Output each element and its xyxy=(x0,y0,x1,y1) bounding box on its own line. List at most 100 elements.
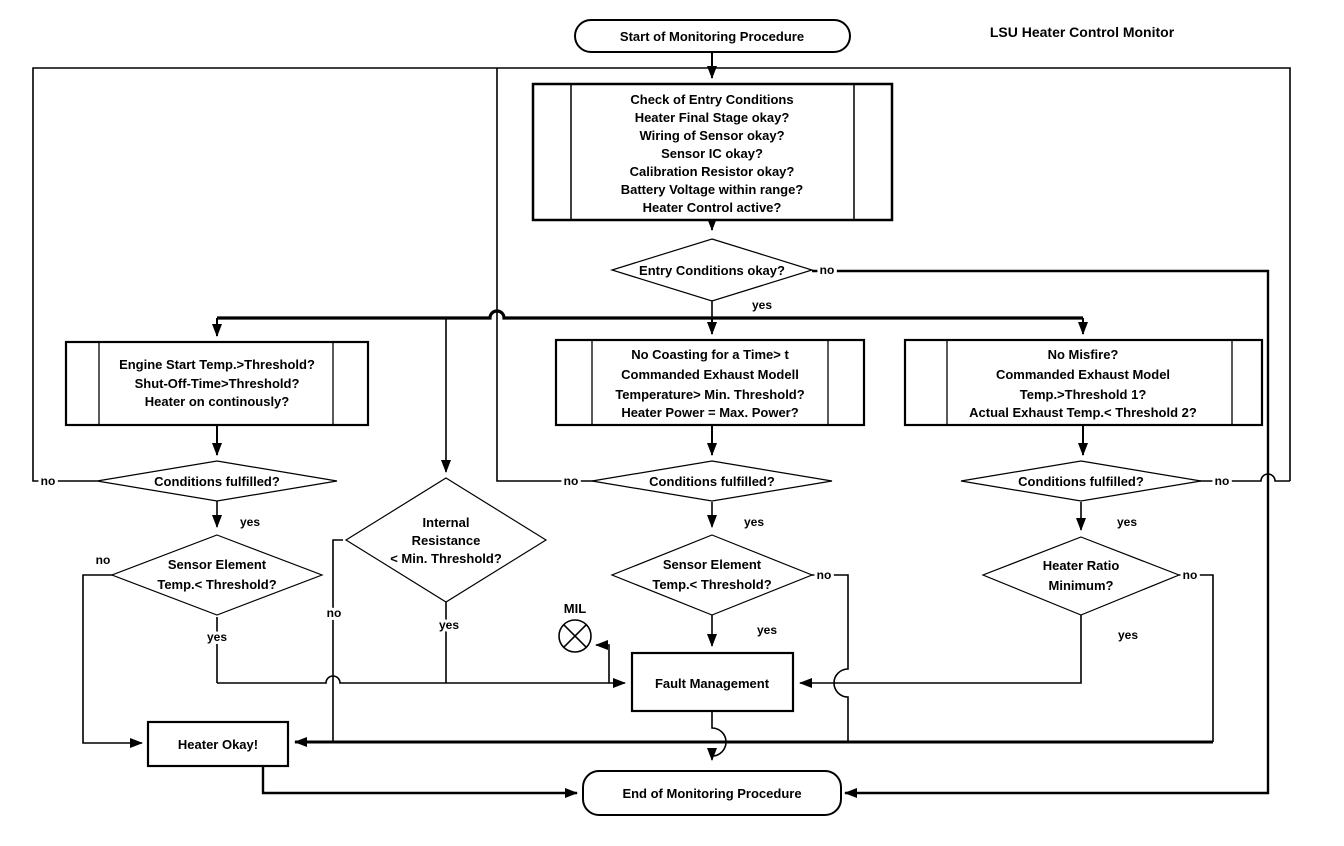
internal-res-decision: Internal Resistance < Min. Threshold? xyxy=(344,477,548,603)
sensor-mid-line: Sensor Element xyxy=(663,557,762,572)
label-heater-ratio-no: no xyxy=(1183,568,1198,582)
connectors xyxy=(32,52,1291,798)
sensor-left-line: Temp.< Threshold? xyxy=(157,577,276,592)
misfire-line: Commanded Exhaust Model xyxy=(996,367,1170,382)
sensor-mid-line: Temp.< Threshold? xyxy=(652,577,771,592)
label-sensor-left-no: no xyxy=(96,553,111,567)
label-cond-left-yes: yes xyxy=(240,515,260,529)
edge-internal-res-no xyxy=(332,539,343,742)
entry-ok-label: Entry Conditions okay? xyxy=(639,263,785,278)
edge-fault-to-end xyxy=(707,711,727,761)
label-cond-right-yes: yes xyxy=(1117,515,1137,529)
engine-start-line: Engine Start Temp.>Threshold? xyxy=(119,357,315,372)
cond-left-label: Conditions fulfilled? xyxy=(154,474,280,489)
heater-ratio-line: Minimum? xyxy=(1049,578,1114,593)
label-internal-res-no: no xyxy=(327,606,342,620)
edge-cond-right-no xyxy=(1198,473,1290,482)
cond-mid-decision: Conditions fulfilled? xyxy=(591,460,833,502)
edge-heater-ratio-yes xyxy=(799,615,1082,688)
mil-lamp: MIL xyxy=(558,598,592,653)
coasting-box: No Coasting for a Time> t Commanded Exha… xyxy=(554,338,866,427)
entry-check-line: Battery Voltage within range? xyxy=(621,182,804,197)
edge-cond-no-network xyxy=(32,67,1291,482)
label-internal-res-yes: yes xyxy=(439,618,459,632)
edge-cond-mid-no xyxy=(496,68,593,482)
engine-start-line: Shut-Off-Time>Threshold? xyxy=(135,376,300,391)
entry-check-rect xyxy=(531,82,894,222)
sensor-left-diamond xyxy=(110,534,324,616)
cond-right-label: Conditions fulfilled? xyxy=(1018,474,1144,489)
sensor-left-decision: Sensor Element Temp.< Threshold? xyxy=(110,534,324,616)
internal-res-diamond xyxy=(344,477,548,603)
misfire-line: No Misfire? xyxy=(1048,347,1119,362)
cond-left-decision: Conditions fulfilled? xyxy=(96,460,338,502)
edge-heater-ratio-no xyxy=(1179,574,1214,742)
engine-start-box: Engine Start Temp.>Threshold? Shut-Off-T… xyxy=(64,340,370,427)
sensor-left-line: Sensor Element xyxy=(168,557,267,572)
entry-check-box: Check of Entry Conditions Heater Final S… xyxy=(531,82,894,222)
internal-res-line: Resistance xyxy=(412,533,481,548)
label-sensor-mid-no: no xyxy=(817,568,832,582)
entry-check-line: Wiring of Sensor okay? xyxy=(639,128,784,143)
engine-start-rect xyxy=(64,340,370,427)
entry-ok-diamond xyxy=(609,238,815,302)
end-rect xyxy=(582,770,842,816)
edge-distribution-bar xyxy=(217,309,1083,320)
label-entry-no: no xyxy=(820,263,835,277)
sensor-mid-diamond xyxy=(610,534,814,616)
entry-ok-decision: Entry Conditions okay? xyxy=(609,238,815,302)
edge-sensor-left-no xyxy=(82,574,143,748)
label-cond-left-no: no xyxy=(41,474,56,488)
internal-res-line: Internal xyxy=(423,515,470,530)
internal-res-line: < Min. Threshold? xyxy=(390,551,502,566)
label-cond-right-no: no xyxy=(1215,474,1230,488)
fault-mgmt-rect xyxy=(630,651,795,713)
mil-lamp-cross xyxy=(563,624,587,648)
end-node: End of Monitoring Procedure xyxy=(582,770,842,816)
engine-start-line: Heater on continously? xyxy=(145,394,290,409)
start-label: Start of Monitoring Procedure xyxy=(620,29,804,44)
label-sensor-mid-yes: yes xyxy=(757,623,777,637)
heater-ratio-line: Heater Ratio xyxy=(1043,558,1120,573)
mil-label: MIL xyxy=(564,601,586,616)
edge-labels: yes no no yes no yes no yes no yes no ye… xyxy=(38,260,1233,647)
edge-mil-branch xyxy=(595,640,610,683)
entry-check-line: Calibration Resistor okay? xyxy=(630,164,795,179)
coasting-line: No Coasting for a Time> t xyxy=(631,347,789,362)
entry-check-line: Heater Final Stage okay? xyxy=(635,110,790,125)
edge-heater-okay-to-end xyxy=(261,766,578,798)
entry-check-line: Check of Entry Conditions xyxy=(630,92,793,107)
coasting-line: Commanded Exhaust Modell xyxy=(621,367,799,382)
heater-okay-box: Heater Okay! xyxy=(146,720,290,768)
page-title: LSU Heater Control Monitor xyxy=(990,24,1175,40)
end-label: End of Monitoring Procedure xyxy=(622,786,801,801)
label-cond-mid-no: no xyxy=(564,474,579,488)
edge-entry-no xyxy=(812,269,1270,798)
label-entry-yes: yes xyxy=(752,298,772,312)
heater-ratio-decision: Heater Ratio Minimum? xyxy=(981,536,1181,616)
misfire-box: No Misfire? Commanded Exhaust Model Temp… xyxy=(903,338,1264,427)
cond-right-diamond xyxy=(960,460,1202,502)
misfire-line: Actual Exhaust Temp.< Threshold 2? xyxy=(969,405,1197,420)
heater-okay-rect xyxy=(146,720,290,768)
edge-sensor-mid-no xyxy=(810,574,849,742)
misfire-rect xyxy=(903,338,1264,427)
sensor-mid-decision: Sensor Element Temp.< Threshold? xyxy=(610,534,814,616)
fault-mgmt-label: Fault Management xyxy=(655,676,770,691)
cond-mid-diamond xyxy=(591,460,833,502)
label-cond-mid-yes: yes xyxy=(744,515,764,529)
misfire-line: Temp.>Threshold 1? xyxy=(1020,387,1147,402)
label-sensor-left-yes: yes xyxy=(207,630,227,644)
heater-okay-label: Heater Okay! xyxy=(178,737,258,752)
coasting-rect xyxy=(554,338,866,427)
entry-check-line: Heater Control active? xyxy=(643,200,782,215)
entry-check-line: Sensor IC okay? xyxy=(661,146,763,161)
start-node xyxy=(574,19,851,53)
fault-mgmt-box: Fault Management xyxy=(630,651,795,713)
coasting-line: Temperature> Min. Threshold? xyxy=(615,387,804,402)
coasting-line: Heater Power = Max. Power? xyxy=(621,405,798,420)
cond-left-diamond xyxy=(96,460,338,502)
cond-mid-label: Conditions fulfilled? xyxy=(649,474,775,489)
